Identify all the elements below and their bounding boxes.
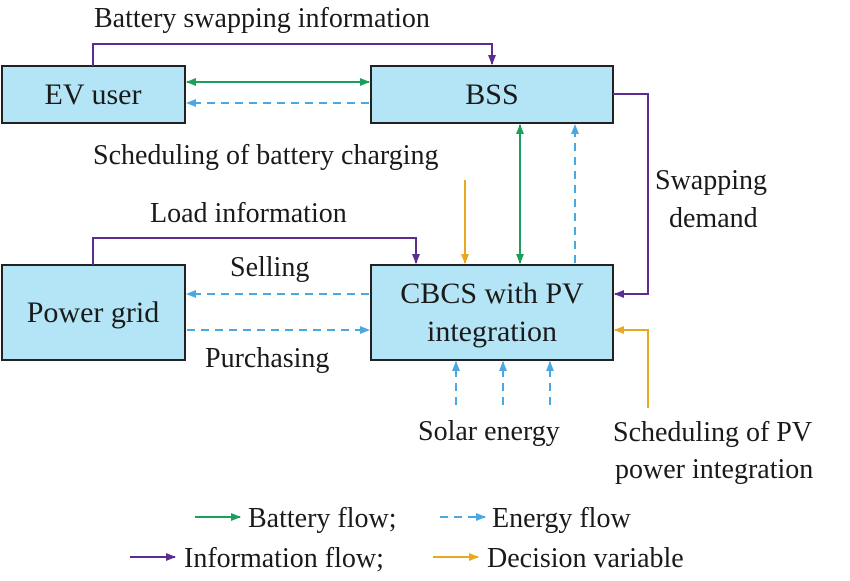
legend-decision-variable-label: Decision variable [487, 543, 684, 574]
scheduling-pv-arrow [614, 326, 649, 408]
scheduling-pv-label-line1: Scheduling of PV [613, 417, 812, 448]
legend-battery-flow-label: Battery flow; [248, 503, 397, 534]
swapping-demand-arrow [613, 93, 649, 298]
cbcs-label-line1: CBCS with PV [400, 277, 584, 310]
battery-swapping-info-label: Battery swapping information [94, 3, 430, 34]
load-information-arrow [92, 237, 420, 265]
node-ev-user: EV user [1, 65, 186, 124]
scheduling-pv-label-line2: power integration [615, 454, 813, 485]
swapping-demand-label-line2: demand [669, 203, 758, 234]
purchasing-label: Purchasing [205, 343, 329, 374]
legend-information-flow-label: Information flow; [184, 543, 384, 574]
node-cbcs: CBCS with PV integration [370, 264, 614, 361]
cbcs-label-line2: integration [427, 315, 557, 348]
ev-user-label: EV user [45, 78, 142, 111]
selling-label: Selling [230, 252, 309, 283]
battery-swapping-info-arrow [92, 43, 496, 66]
node-bss: BSS [370, 65, 614, 124]
cbcs-box [370, 264, 614, 361]
load-information-label: Load information [150, 198, 347, 229]
node-power-grid: Power grid [1, 264, 186, 361]
legend: Battery flow; Energy flow Information fl… [130, 503, 684, 574]
swapping-demand-label-line1: Swapping [655, 165, 767, 196]
bss-label: BSS [465, 78, 518, 111]
power-grid-label: Power grid [27, 296, 159, 329]
scheduling-battery-charging-label: Scheduling of battery charging [93, 140, 439, 171]
ev-user-box [1, 65, 186, 124]
solar-energy-label: Solar energy [418, 416, 560, 447]
bss-box [370, 65, 614, 124]
legend-energy-flow-label: Energy flow [492, 503, 631, 534]
